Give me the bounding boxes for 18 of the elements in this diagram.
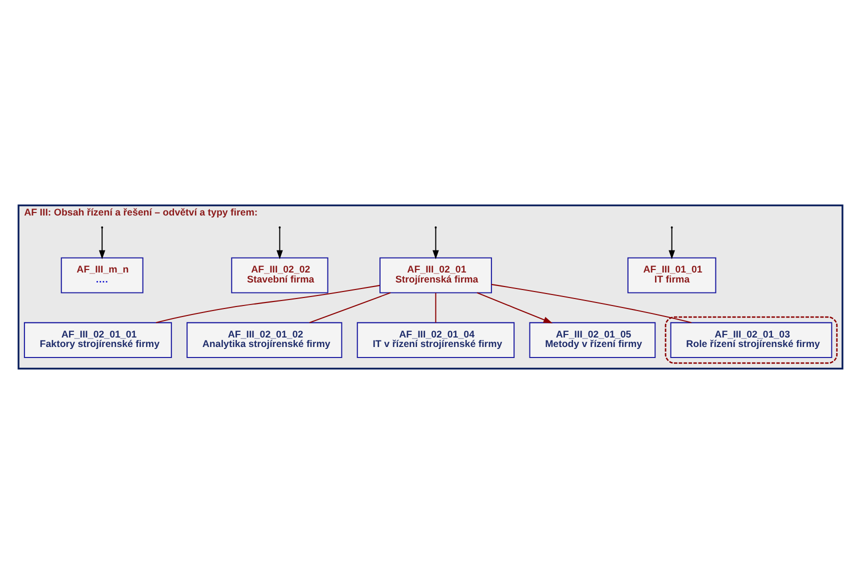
node-box: AF_III_02_02 Stavební firma — [231, 257, 328, 294]
node-box: AF_III_m_n …. — [60, 257, 144, 294]
node-box: AF_III_02_01_03 Role řízení strojírenské firmy — [670, 322, 832, 358]
arrow — [432, 228, 439, 260]
arrow — [668, 228, 675, 260]
cluster — [664, 316, 838, 364]
node-box: AF_III_02_01_02 Analytika strojírenské firmy — [186, 322, 342, 358]
arrow — [276, 228, 283, 260]
node-box: AF_III_02_01_04 IT v řízení strojírenské firmy — [356, 322, 515, 358]
connector — [156, 284, 380, 324]
node-box: AF_III_01_01 IT firma — [627, 257, 716, 294]
node-box: AF_III_02_01 Strojírenská firma — [379, 257, 492, 294]
arrow — [98, 228, 106, 260]
node-box: AF_III_02_01_05 Metody v řízení firmy — [529, 322, 656, 358]
node-box: AF_III_02_01_01 Faktory strojírenské firmy — [24, 322, 172, 358]
arrow — [476, 292, 553, 324]
connector — [435, 293, 436, 323]
connector — [309, 292, 391, 324]
